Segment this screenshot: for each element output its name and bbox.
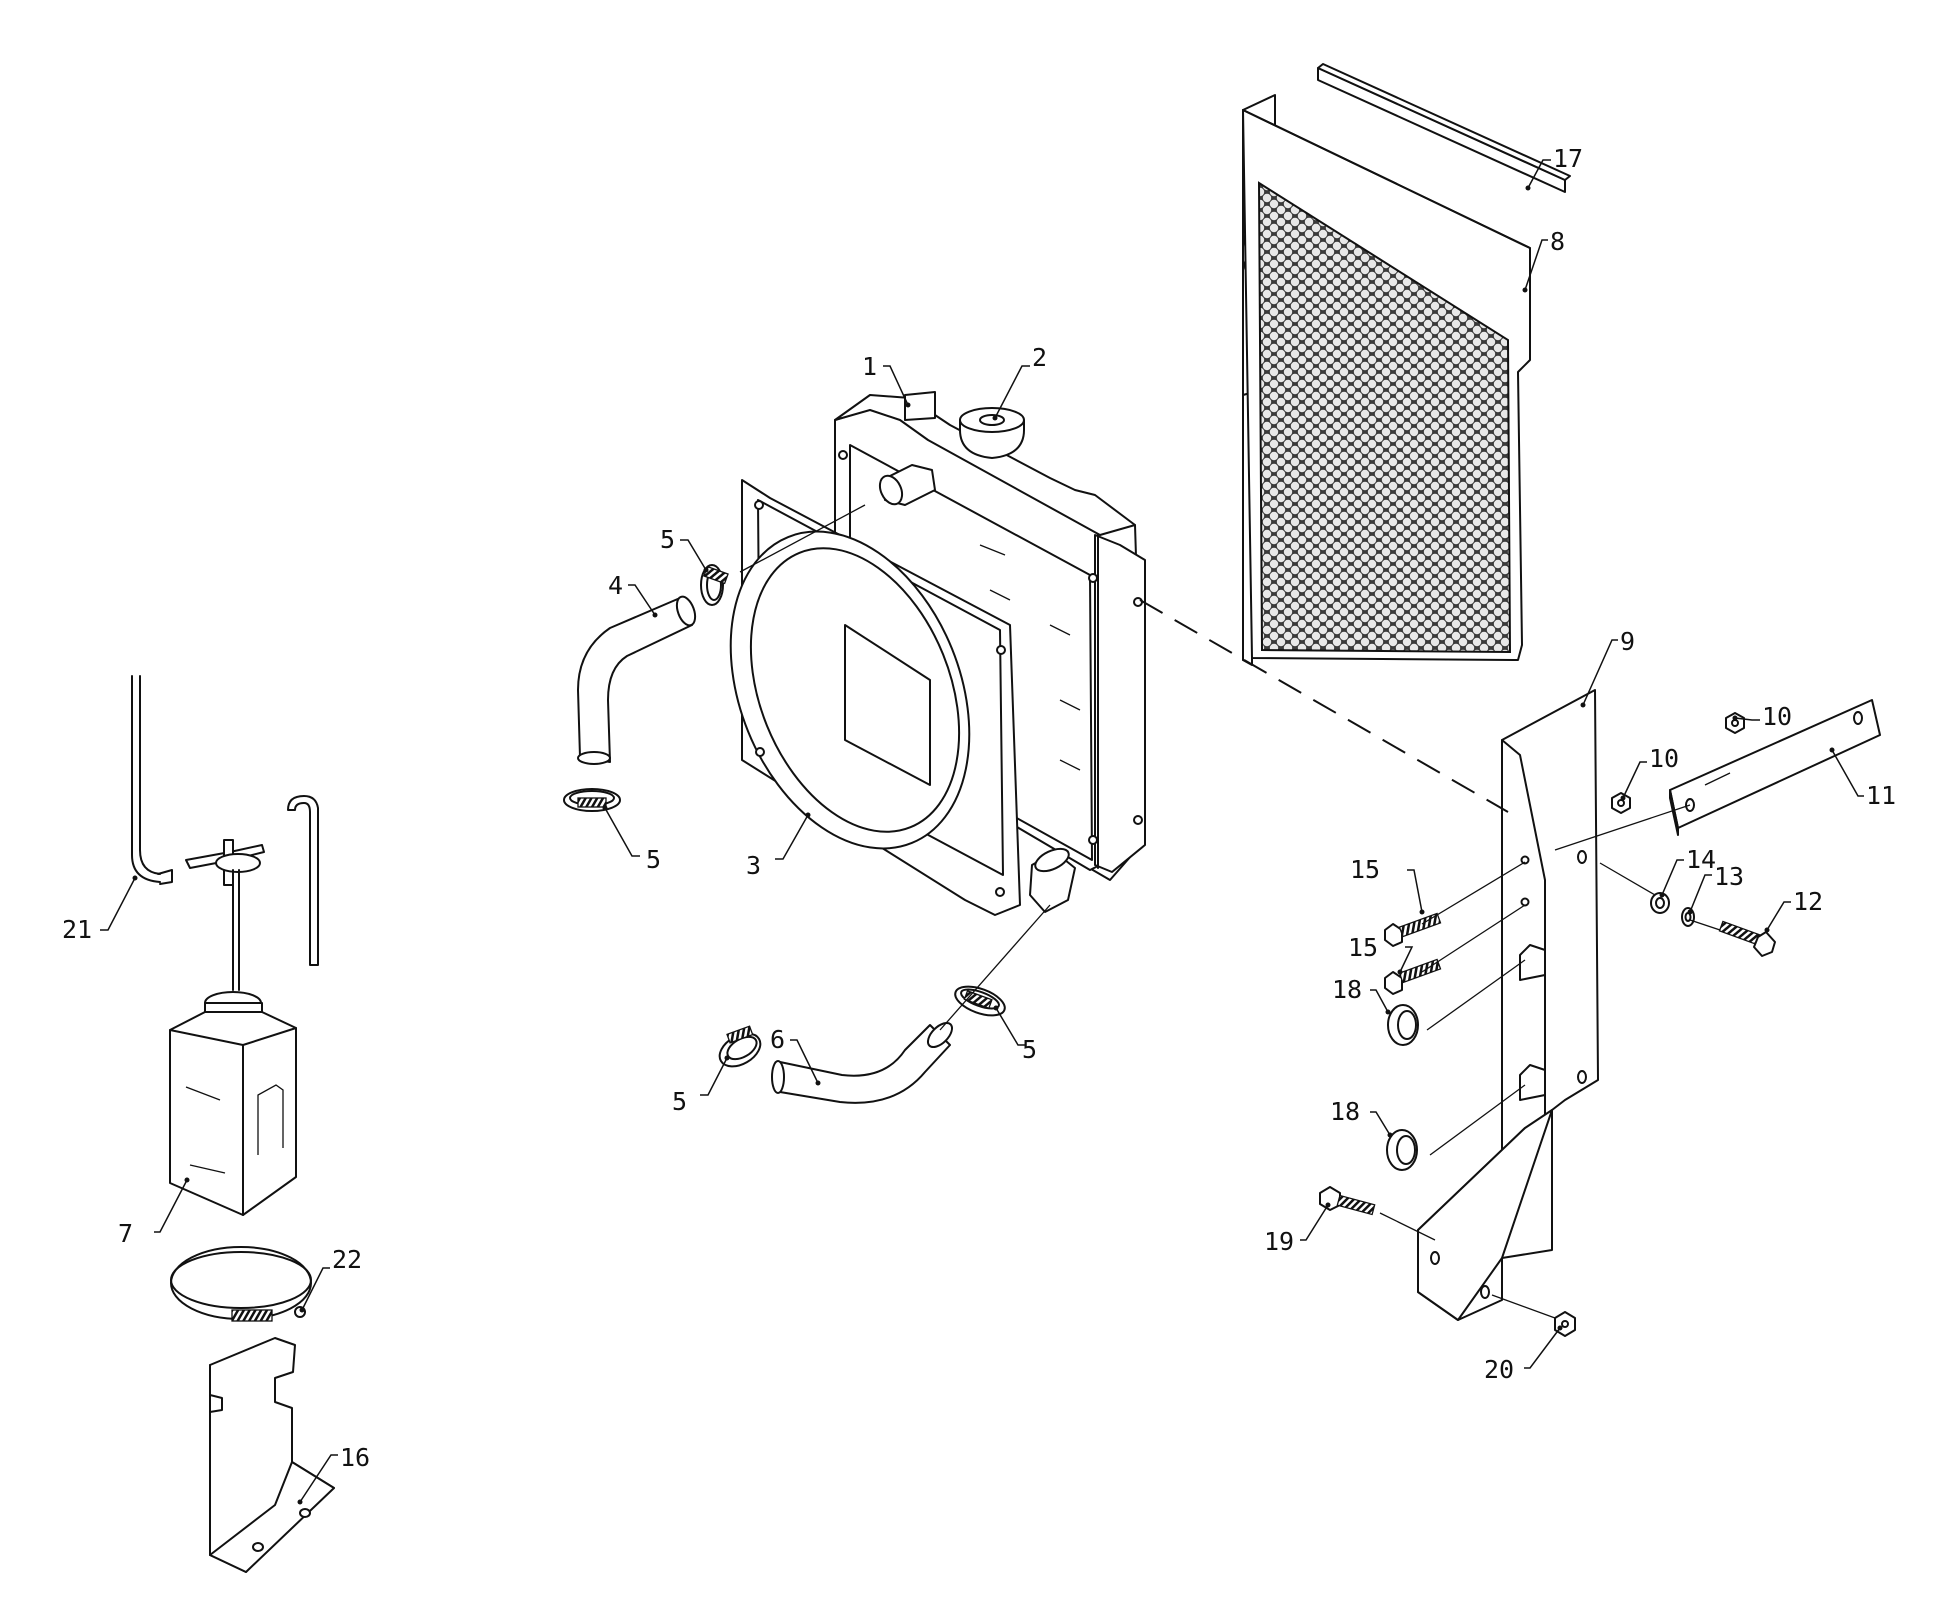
bolt-15b (1384, 958, 1442, 995)
tank-band-clamp (170, 1246, 312, 1322)
callout-3: 3 (746, 851, 761, 880)
callout-20: 20 (1484, 1355, 1514, 1384)
callout-16: 16 (340, 1443, 370, 1472)
callout-5-left-clamp: 5 (672, 1087, 687, 1116)
callout-10-upper: 10 (1762, 702, 1792, 731)
hose-clamp-upper-lower-end (563, 788, 621, 812)
grommet-18a (1387, 1004, 1419, 1046)
mounting-bracket (1417, 689, 1599, 1321)
callout-5-lower-end-clamp: 5 (646, 845, 661, 874)
hose-clamp-upper (700, 564, 729, 606)
callout-17: 17 (1553, 144, 1583, 173)
callout-15-lower: 15 (1348, 933, 1378, 962)
callout-18-upper: 18 (1332, 975, 1362, 1004)
callout-21: 21 (62, 915, 92, 944)
callout-8: 8 (1550, 227, 1565, 256)
fan-shroud (729, 479, 1021, 916)
stay-bar (1669, 699, 1881, 836)
grommet-18b (1386, 1129, 1418, 1171)
nut-10b (1611, 792, 1631, 814)
callout-19: 19 (1264, 1227, 1294, 1256)
callout-10-lower: 10 (1649, 744, 1679, 773)
coolant-reservoir-tank (169, 991, 297, 1216)
tee-fitting (185, 839, 265, 991)
callout-4: 4 (608, 571, 623, 600)
callout-2: 2 (1032, 343, 1047, 372)
guard-top-strip (1317, 63, 1571, 193)
callout-labels: 1 2 3 4 5 5 5 5 6 7 8 9 10 10 11 12 13 1… (62, 144, 1896, 1472)
upper-hose (577, 595, 697, 765)
callout-5-upper-clamp: 5 (660, 525, 675, 554)
bolt-19 (1319, 1186, 1376, 1216)
callout-6: 6 (770, 1025, 785, 1054)
callout-18-lower: 18 (1330, 1097, 1360, 1126)
callout-15-upper: 15 (1350, 855, 1380, 884)
callout-22: 22 (332, 1245, 362, 1274)
filler-cap (959, 407, 1025, 459)
callout-13: 13 (1714, 862, 1744, 891)
lower-hose (771, 1021, 954, 1104)
radiator-screen-guard (1242, 94, 1531, 666)
tank-mounting-bracket (209, 1337, 335, 1573)
callout-5-right-clamp: 5 (1022, 1035, 1037, 1064)
hose-clamp-lower-left (718, 1025, 762, 1068)
callout-12: 12 (1793, 887, 1823, 916)
callout-9: 9 (1620, 627, 1635, 656)
assembly-lines (739, 504, 1721, 1319)
callout-14: 14 (1686, 845, 1716, 874)
washer-14 (1650, 892, 1670, 914)
nut-20 (1554, 1311, 1576, 1337)
bolt-12 (1718, 920, 1776, 957)
overflow-tube (131, 675, 319, 966)
callout-7: 7 (118, 1219, 133, 1248)
callout-1: 1 (862, 352, 877, 381)
callout-leaders (100, 159, 1864, 1505)
callout-11: 11 (1866, 781, 1896, 810)
